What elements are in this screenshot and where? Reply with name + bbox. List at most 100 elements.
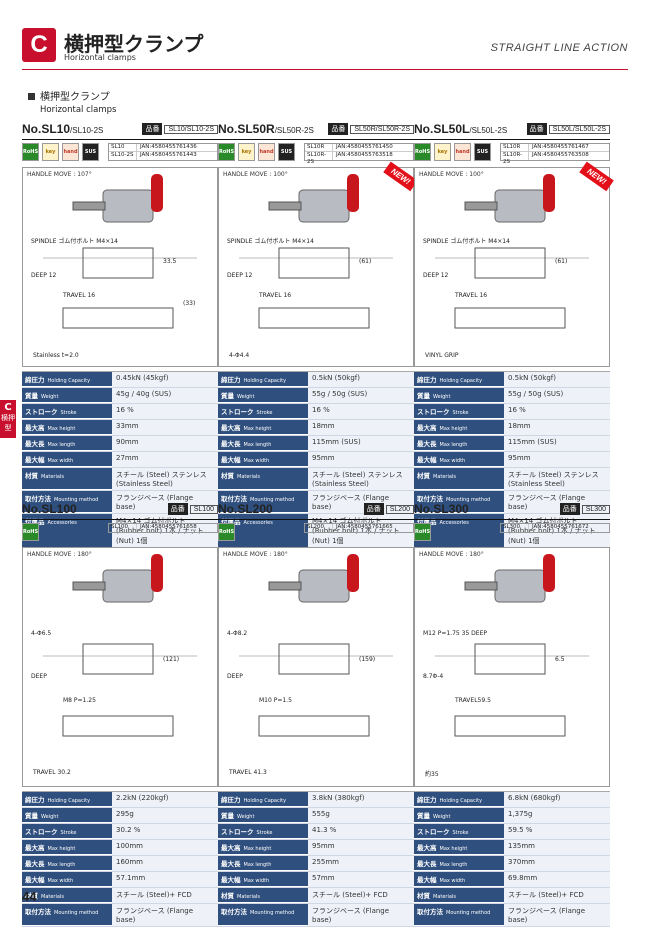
section-heading: 横押型クランプ Horizontal clamps xyxy=(28,88,116,115)
clamp-handle xyxy=(347,554,359,592)
dimension-label: (61) xyxy=(555,258,568,265)
dimension-label: DEEP xyxy=(31,672,47,680)
key-icon: key xyxy=(238,143,255,161)
hand-icon: hand xyxy=(454,143,471,161)
dimension-label: VINYL GRIP xyxy=(425,352,459,359)
clamp-body xyxy=(298,569,350,603)
key-icon: key xyxy=(434,143,451,161)
clamp-body xyxy=(494,189,546,223)
key-icon: key xyxy=(42,143,59,161)
drawing-side-view xyxy=(258,715,370,737)
dimension-label: M8 P=1.25 xyxy=(63,696,96,704)
side-tab: C 横押型 xyxy=(0,400,16,438)
product-drawing: HANDLE MOVE : 100° NEW! SPINDLE ゴム付ボルト M… xyxy=(218,161,418,367)
dimension-label: TRAVEL 16 xyxy=(259,292,292,299)
dimension-label: SPINDLE ゴム付ボルト M4×14 xyxy=(227,238,314,245)
drawing-side-view xyxy=(258,307,370,329)
handle-move-label: HANDLE MOVE : 100° xyxy=(419,171,484,178)
handle-move-label: HANDLE MOVE : 180° xyxy=(419,551,484,558)
feature-icons: RoHS xyxy=(414,523,610,543)
clamp-body xyxy=(298,189,350,223)
clamp-spindle xyxy=(72,581,106,591)
handle-move-label: HANDLE MOVE : 180° xyxy=(27,551,92,558)
rohs-icon: RoHS xyxy=(218,143,235,161)
clamp-spindle xyxy=(72,201,106,211)
clamp-handle xyxy=(543,174,555,212)
series-name: STRAIGHT LINE ACTION xyxy=(490,42,628,54)
dimension-label: TRAVEL 16 xyxy=(63,292,96,299)
sus-icon: SUS xyxy=(82,143,99,161)
handle-move-label: HANDLE MOVE : 180° xyxy=(223,551,288,558)
rohs-icon: RoHS xyxy=(218,523,235,541)
dimension-label: DEEP xyxy=(227,672,243,680)
dimension-label: 8.7Φ-4 xyxy=(423,672,444,680)
dimension-label: M10 P=1.5 xyxy=(259,696,292,704)
drawing-top-view xyxy=(278,247,350,279)
category-badge: C xyxy=(22,28,56,62)
dimension-label: 4-Φ6.5 xyxy=(31,629,52,637)
page-number: 44 xyxy=(22,889,37,904)
rohs-icon: RoHS xyxy=(22,143,39,161)
drawing-side-view xyxy=(62,307,174,329)
dimension-label: (61) xyxy=(359,258,372,265)
rohs-icon: RoHS xyxy=(414,143,431,161)
dimension-label: SPINDLE ゴム付ボルト M4×14 xyxy=(423,238,510,245)
feature-icons: RoHS xyxy=(218,523,414,543)
dimension-label: 6.5 xyxy=(555,656,565,663)
sus-icon: SUS xyxy=(474,143,491,161)
clamp-handle xyxy=(543,554,555,592)
hand-icon: hand xyxy=(62,143,79,161)
clamp-illustration xyxy=(239,554,393,737)
dimension-label: 4-Φ8.2 xyxy=(227,629,248,637)
clamp-illustration xyxy=(435,174,589,329)
